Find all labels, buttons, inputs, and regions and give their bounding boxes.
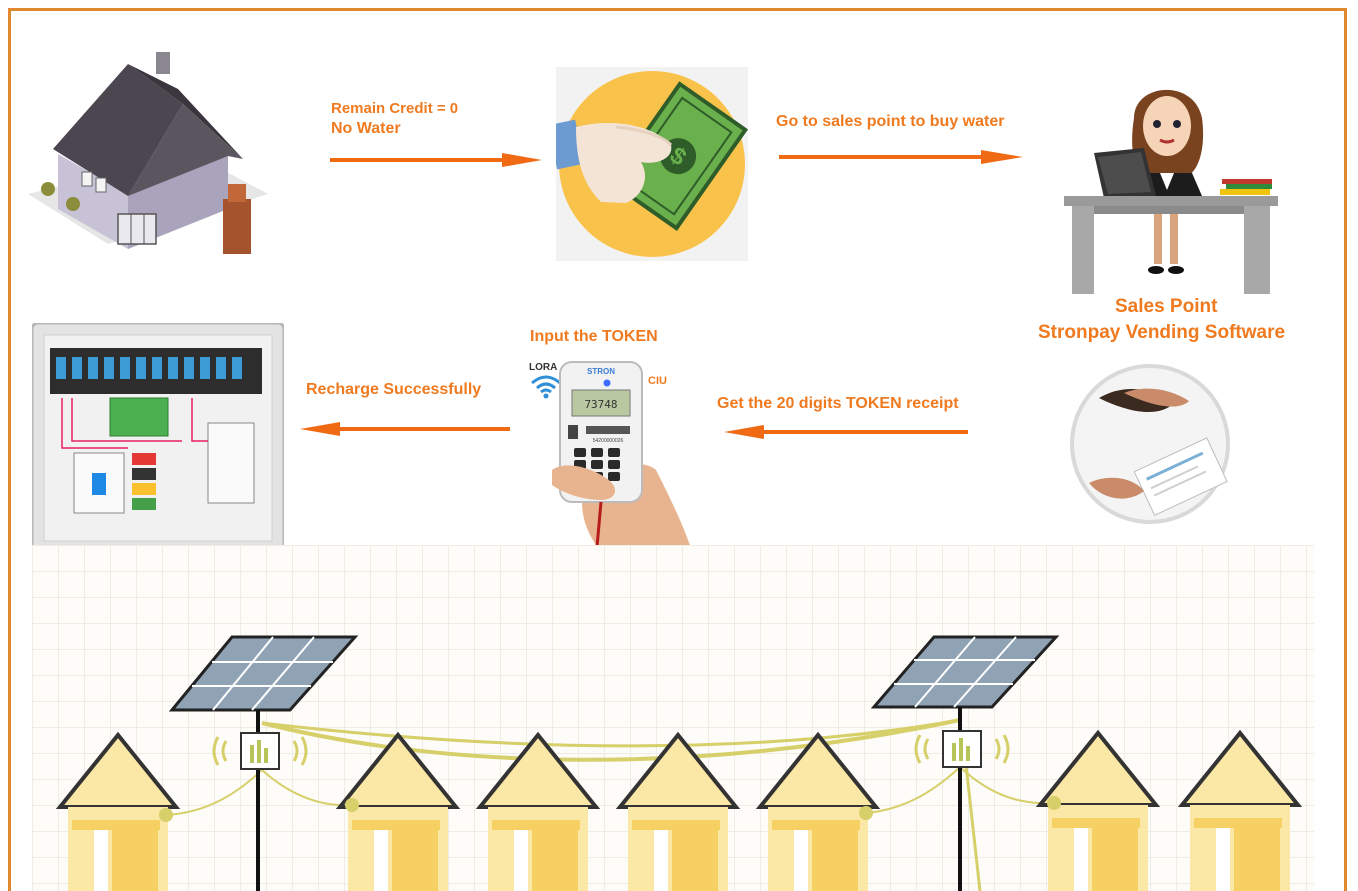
ciu-label: CIU (648, 375, 667, 387)
water-meter-icon (942, 730, 982, 768)
village-house (755, 731, 881, 891)
arrow-left-2 (724, 425, 968, 439)
vendor-woman-icon (1064, 89, 1278, 294)
arrow-left-1 (300, 422, 510, 436)
village-house (615, 731, 741, 891)
house-icon (28, 52, 268, 254)
sales-point-label: Sales Point (1115, 296, 1218, 317)
lora-label: LORA (529, 362, 558, 373)
village-house (55, 731, 181, 891)
recharge-success-label: Recharge Successfully (306, 381, 482, 398)
village-house (335, 731, 461, 891)
money-hand-icon: $ (556, 67, 748, 261)
arrow-right-1 (330, 153, 542, 167)
solar-panel-icon (870, 635, 1060, 709)
ciu-brand-text: STRON (587, 367, 615, 376)
water-meter-icon (240, 732, 280, 770)
no-water-label: No Water (331, 120, 401, 137)
solar-village-scene (55, 635, 1303, 891)
village-house (475, 731, 601, 891)
ciu-keypad-icon: STRON 73748 54200000026 (552, 361, 694, 559)
input-token-label: Input the TOKEN (530, 328, 658, 345)
remain-credit-label: Remain Credit = 0 (331, 100, 459, 117)
arrow-right-2 (779, 150, 1023, 164)
handshake-icon (1070, 364, 1230, 524)
control-box-icon (32, 323, 284, 553)
ciu-display-value: 73748 (584, 398, 617, 411)
village-house (1035, 729, 1161, 891)
wifi-icon (531, 375, 561, 399)
go-to-sales-label: Go to sales point to buy water (776, 113, 1005, 130)
ciu-serial-text: 54200000026 (593, 438, 624, 444)
solar-panel-icon (168, 635, 359, 712)
get-token-label: Get the 20 digits TOKEN receipt (717, 395, 959, 412)
vending-software-label: Stronpay Vending Software (1038, 322, 1286, 343)
village-house (1177, 729, 1303, 891)
